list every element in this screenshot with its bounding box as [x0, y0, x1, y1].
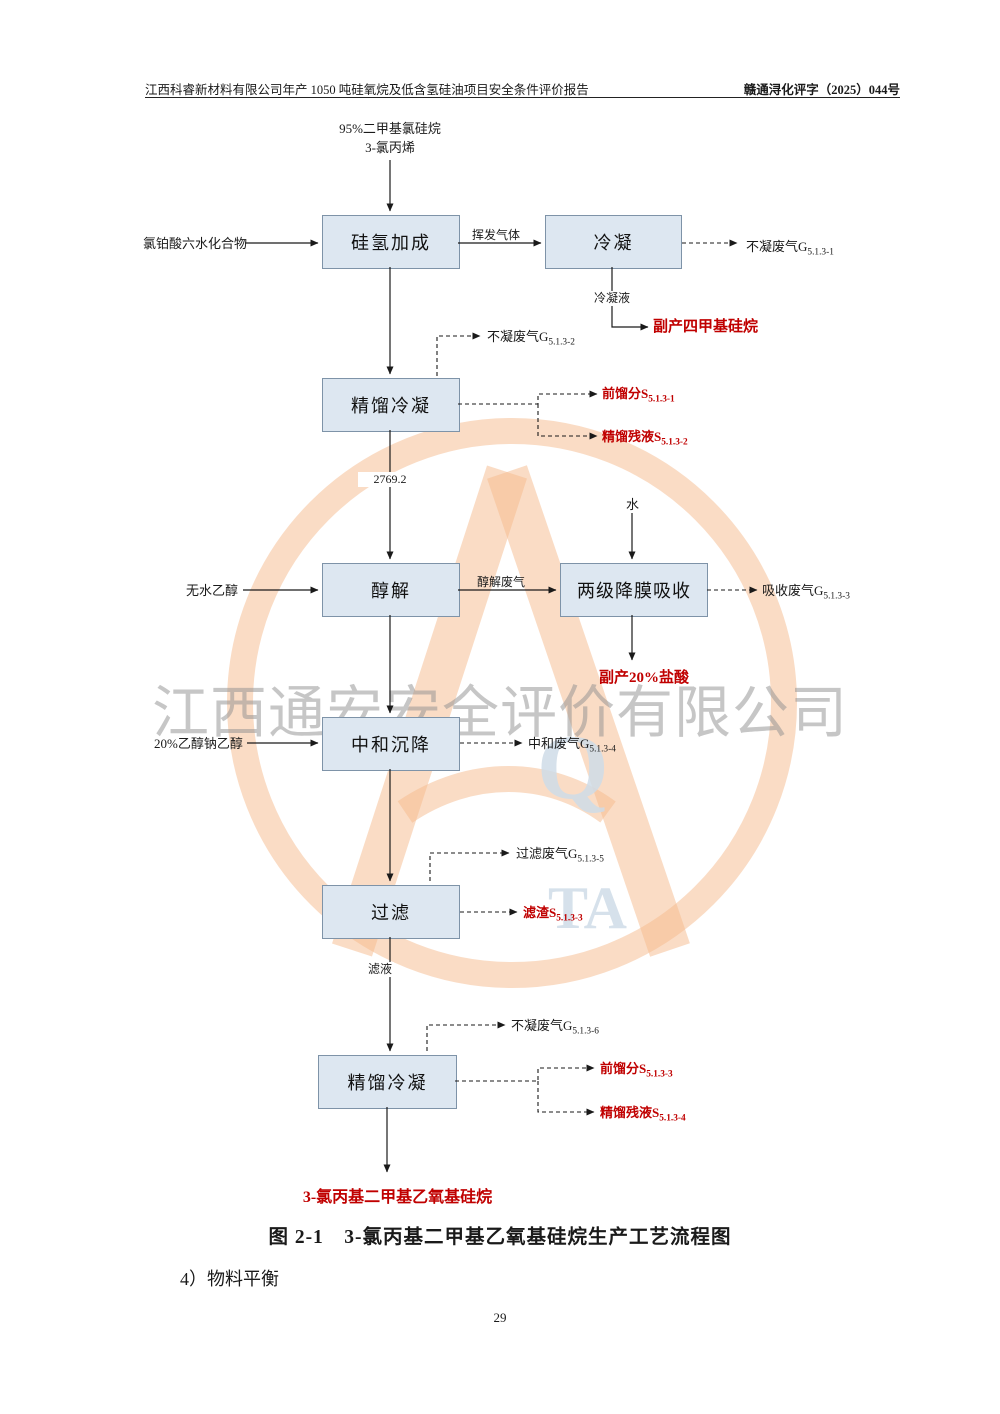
page-number: 29: [493, 1310, 507, 1325]
section-heading: 4）物料平衡: [180, 1269, 279, 1289]
figure-caption: 图 2-1 3-氯丙基二甲基乙氧基硅烷生产工艺流程图: [268, 1227, 732, 1248]
process-box-falling-film-absorber: 两级降膜吸收: [560, 563, 708, 617]
label-subscript: 5.1.3-6: [572, 1026, 599, 1037]
label-subscript: 5.1.3-1: [648, 394, 675, 405]
stream-label-fore-cut-1: 前馏分S5.1.3-1: [602, 386, 675, 406]
process-box-alcoholysis: 醇解: [322, 563, 460, 617]
header-rule: [145, 97, 900, 98]
feed-material-label: 95%二甲基氯硅烷 3-氯丙烯: [300, 120, 480, 158]
process-box-filter: 过滤: [322, 885, 460, 939]
label-text: 不凝废气G: [487, 329, 549, 344]
label-subscript: 5.1.3-1: [807, 247, 834, 258]
process-box-condense: 冷凝: [545, 215, 682, 269]
byproduct-label-hcl: 副产20%盐酸: [599, 670, 690, 686]
watermark-company-text: 江西通安安全评价有限公司: [152, 682, 848, 745]
label-subscript: 5.1.3-4: [659, 1113, 686, 1124]
stream-label-sodium-ethoxide: 20%乙醇钠乙醇: [154, 736, 243, 751]
label-text: 前馏分S: [602, 386, 649, 401]
process-box-label: 过滤: [371, 903, 411, 923]
stream-label-fore-cut-3: 前馏分S5.1.3-3: [600, 1061, 673, 1081]
watermark-letter-q: Q: [537, 716, 609, 818]
process-box-neutralize-settle: 中和沉降: [322, 717, 460, 771]
watermark-letter-ta: TA: [548, 875, 627, 941]
label-subscript: 5.1.3-4: [589, 744, 616, 755]
header-doc-number: 赣通浔化评字（2025）044号: [743, 83, 900, 97]
stream-label-filtrate: 滤液: [366, 962, 395, 977]
label-text: 过滤废气G: [516, 846, 578, 861]
stream-label-filter-residue: 滤渣S5.1.3-3: [523, 905, 583, 925]
process-box-label: 精馏冷凝: [347, 1073, 428, 1093]
label-text: 前馏分S: [600, 1061, 647, 1076]
label-subscript: 5.1.3-2: [661, 437, 688, 448]
stream-label-alcoholysis-gas: 醇解废气: [477, 575, 526, 589]
final-product-label: 3-氯丙基二甲基乙氧基硅烷: [302, 1189, 493, 1206]
process-box-label: 中和沉降: [351, 735, 431, 755]
process-box-hydrosilylation: 硅氢加成: [322, 215, 460, 269]
stream-label-noncondensable-2: 不凝废气G5.1.3-2: [487, 329, 575, 349]
stream-flow-value: 2769.2: [358, 472, 422, 487]
label-text: 不凝废气G: [746, 239, 808, 254]
stream-label-noncondensable-1: 不凝废气G5.1.3-1: [746, 239, 834, 259]
process-box-label: 精馏冷凝: [351, 396, 431, 416]
feed-line2: 3-氯丙烯: [365, 139, 415, 155]
process-box-label: 醇解: [371, 581, 411, 601]
stream-label-filter-gas: 过滤废气G5.1.3-5: [516, 846, 604, 866]
stream-label-still-residue-4: 精馏残液S5.1.3-4: [600, 1105, 686, 1125]
label-subscript: 5.1.3-3: [823, 591, 850, 602]
process-box-label: 硅氢加成: [351, 233, 431, 253]
stream-label-absorb-gas: 吸收废气G5.1.3-3: [762, 583, 850, 603]
label-text: 不凝废气G: [511, 1018, 573, 1033]
stream-label-still-residue-1: 精馏残液S5.1.3-2: [602, 429, 688, 449]
label-text: 中和废气G: [528, 736, 590, 751]
stream-label-condensate: 冷凝液: [592, 291, 633, 306]
label-text: 滤渣S: [523, 905, 557, 920]
process-box-label: 冷凝: [593, 233, 634, 253]
header-left-title: 江西科睿新材料有限公司年产 1050 吨硅氧烷及低含氢硅油项目安全条件评价报告: [145, 83, 589, 97]
process-box-distill-2: 精馏冷凝: [318, 1055, 457, 1109]
label-text: 精馏残液S: [600, 1105, 660, 1120]
byproduct-label-tetramethylsilane: 副产四甲基硅烷: [653, 319, 759, 335]
label-subscript: 5.1.3-3: [646, 1069, 673, 1080]
feed-line1: 95%二甲基氯硅烷: [339, 121, 441, 136]
stream-label-noncondensable-6: 不凝废气G5.1.3-6: [511, 1018, 599, 1038]
label-text: 吸收废气G: [762, 583, 824, 598]
label-subscript: 5.1.3-2: [548, 337, 575, 348]
stream-label-volatile-gas: 挥发气体: [472, 228, 521, 242]
stream-label-water: 水: [626, 497, 640, 512]
process-box-label: 两级降膜吸收: [577, 581, 691, 601]
stream-label-ethanol: 无水乙醇: [186, 583, 239, 598]
stream-label-neutral-gas: 中和废气G5.1.3-4: [528, 736, 616, 756]
label-text: 精馏残液S: [602, 429, 662, 444]
stream-label-catalyst: 氯铂酸六水化合物: [143, 236, 248, 251]
process-box-distill-1: 精馏冷凝: [322, 378, 460, 432]
label-subscript: 5.1.3-5: [577, 854, 604, 865]
label-subscript: 5.1.3-3: [556, 913, 583, 924]
